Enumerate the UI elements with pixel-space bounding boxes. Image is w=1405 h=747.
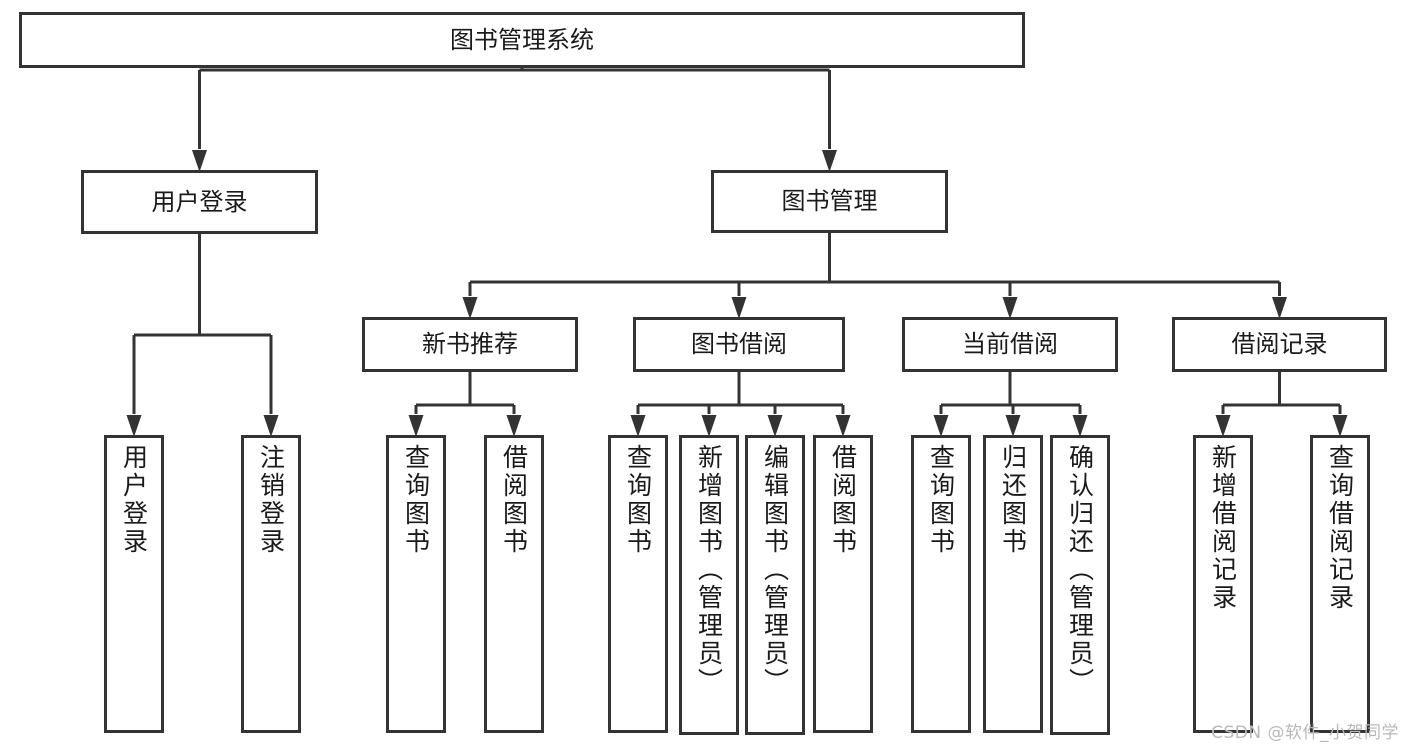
- csdn-watermark: CSDN @软件_小贺同学: [1211, 723, 1399, 743]
- node-label-c-return: 归还图书: [998, 444, 1028, 556]
- node-n-borrow[interactable]: 借阅图书: [484, 435, 544, 733]
- node-c-confirm[interactable]: 确认归还（管理员）: [1050, 435, 1110, 735]
- node-records[interactable]: 借阅记录: [1172, 317, 1387, 372]
- node-n-query[interactable]: 查询图书: [386, 435, 446, 733]
- node-label-b-query: 查询图书: [623, 444, 653, 556]
- node-b-query[interactable]: 查询图书: [608, 435, 668, 733]
- node-label-borrow: 图书借阅: [691, 330, 787, 359]
- node-label-n-borrow: 借阅图书: [499, 444, 529, 556]
- node-label-r-add: 新增借阅记录: [1208, 444, 1238, 612]
- node-login[interactable]: 用户登录: [81, 170, 318, 234]
- node-c-query[interactable]: 查询图书: [911, 435, 971, 733]
- node-label-root: 图书管理系统: [450, 25, 594, 54]
- node-current[interactable]: 当前借阅: [902, 317, 1118, 372]
- node-label-bookmgmt: 图书管理: [781, 187, 878, 216]
- node-label-current: 当前借阅: [962, 330, 1058, 359]
- node-c-return[interactable]: 归还图书: [983, 435, 1043, 733]
- node-borrow[interactable]: 图书借阅: [633, 317, 845, 372]
- node-newbook[interactable]: 新书推荐: [362, 317, 578, 372]
- node-label-c-query: 查询图书: [926, 444, 956, 556]
- node-r-query[interactable]: 查询借阅记录: [1310, 435, 1370, 733]
- node-b-add[interactable]: 新增图书（管理员）: [679, 435, 739, 735]
- node-label-login: 用户登录: [151, 187, 248, 216]
- node-label-c-confirm: 确认归还（管理员）: [1065, 444, 1095, 696]
- node-label-l-logout: 注销登录: [256, 444, 286, 556]
- node-l-login[interactable]: 用户登录: [104, 435, 164, 733]
- node-label-b-edit: 编辑图书（管理员）: [760, 444, 790, 696]
- node-b-edit[interactable]: 编辑图书（管理员）: [745, 435, 805, 735]
- node-bookmgmt[interactable]: 图书管理: [711, 170, 948, 233]
- node-label-l-login: 用户登录: [119, 444, 149, 556]
- node-label-newbook: 新书推荐: [422, 330, 518, 359]
- node-r-add[interactable]: 新增借阅记录: [1193, 435, 1253, 733]
- node-label-records: 借阅记录: [1231, 330, 1328, 359]
- node-l-logout[interactable]: 注销登录: [241, 435, 301, 733]
- node-root[interactable]: 图书管理系统: [19, 12, 1025, 68]
- node-label-b-add: 新增图书（管理员）: [694, 444, 724, 696]
- node-b-lend[interactable]: 借阅图书: [813, 435, 873, 733]
- node-label-b-lend: 借阅图书: [828, 444, 858, 556]
- node-label-r-query: 查询借阅记录: [1325, 444, 1355, 612]
- node-label-n-query: 查询图书: [401, 444, 431, 556]
